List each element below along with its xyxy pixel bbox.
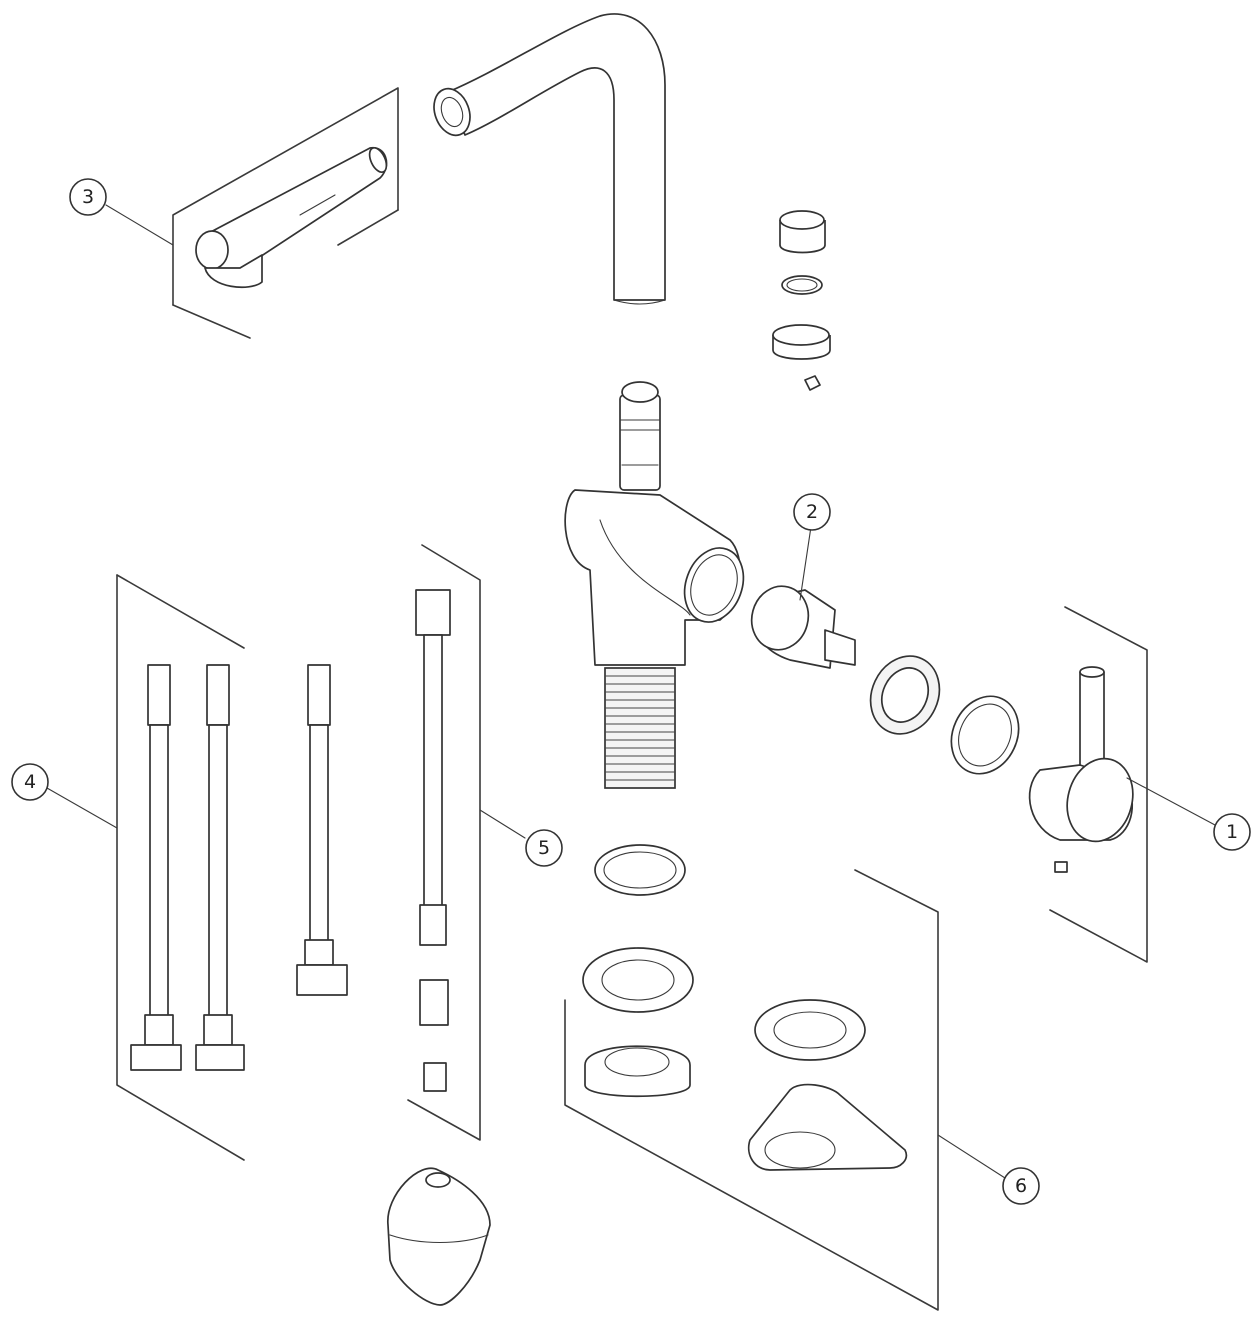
svg-text:1: 1 [1226, 821, 1238, 843]
svg-text:4: 4 [24, 771, 36, 793]
callout-2: 2 [793, 493, 831, 531]
cover-cap [950, 695, 1020, 775]
callout-1: 1 [1213, 813, 1251, 851]
svg-text:2: 2 [806, 501, 818, 523]
svg-text:3: 3 [82, 186, 94, 208]
mounting-kit-group [564, 844, 1006, 1311]
spout-pipe [433, 13, 666, 305]
cartridge [750, 519, 856, 669]
callout-3: 3 [69, 178, 107, 216]
faucet-body [564, 381, 745, 789]
small-ring-parts [772, 210, 831, 391]
lever-handle-group [1028, 606, 1216, 963]
retaining-nut [869, 655, 941, 735]
pullout-hose-group [407, 544, 526, 1141]
svg-text:6: 6 [1015, 1175, 1027, 1197]
callout-6: 6 [1002, 1167, 1040, 1205]
spray-head-group [172, 87, 399, 339]
svg-text:5: 5 [538, 837, 550, 859]
hoses-group [46, 574, 348, 1161]
counterweight [387, 1167, 491, 1306]
callout-5: 5 [525, 829, 563, 867]
callout-4: 4 [11, 763, 49, 801]
